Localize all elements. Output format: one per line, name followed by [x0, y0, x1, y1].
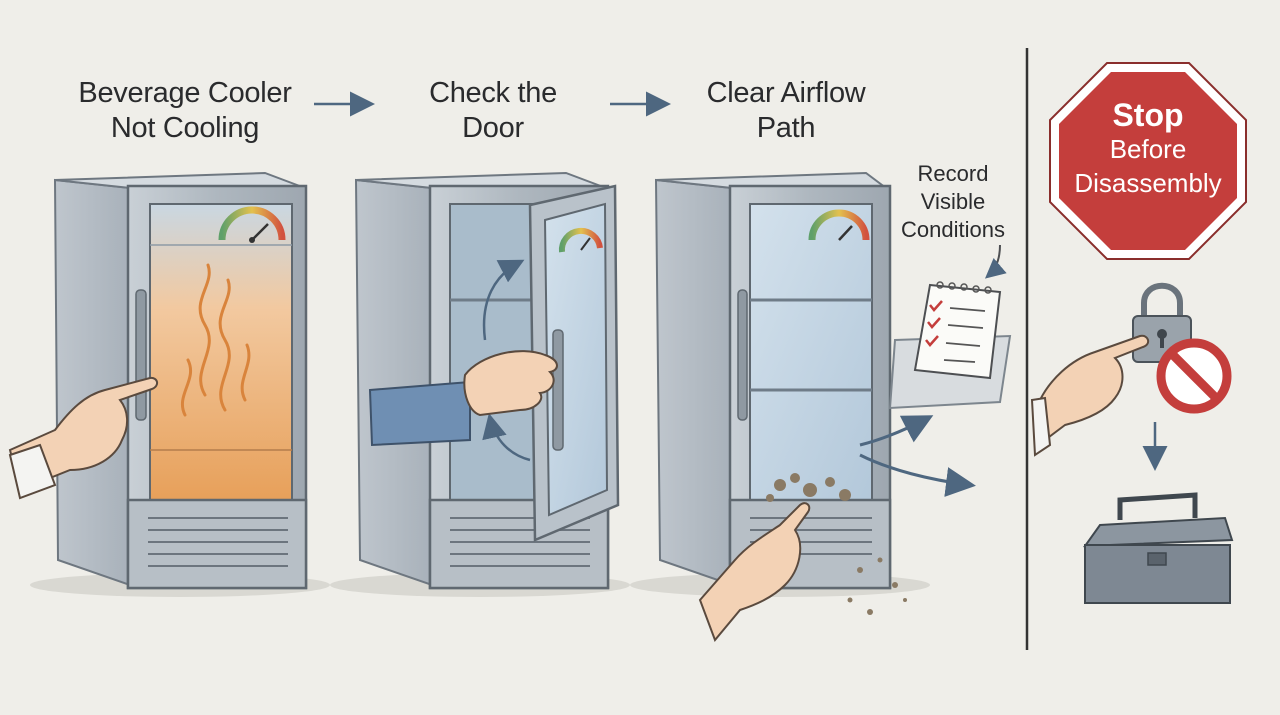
stop-sign-icon	[1049, 62, 1247, 260]
stop-sign-text: Stop Before Disassembly	[1058, 98, 1238, 200]
thermometer-gauge-icon	[558, 227, 603, 253]
record-conditions-note: Record Visible Conditions	[888, 160, 1018, 244]
debris	[766, 473, 907, 615]
prohibited-icon	[1156, 338, 1232, 414]
cooler-not-cooling	[53, 171, 308, 590]
step-3-label: Clear Airflow Path	[676, 76, 896, 146]
cooler-clear-airflow	[654, 171, 907, 615]
pointing-hand-icon	[8, 376, 158, 500]
rotate-arrow-icon	[482, 259, 531, 462]
pointing-hand-icon	[368, 350, 558, 447]
note-line-3: Conditions	[901, 217, 1005, 242]
stop-line-3: Disassembly	[1074, 168, 1222, 198]
note-line-1: Record	[917, 161, 989, 186]
airflow-arrow-icon	[859, 415, 976, 497]
step-2-line-1: Check the	[429, 77, 557, 109]
stop-word: Stop	[1112, 97, 1184, 133]
toolbox-icon	[1082, 492, 1234, 604]
step-3-line-2: Path	[756, 112, 816, 144]
step-1-line-1: Beverage Cooler	[78, 77, 292, 109]
thermometer-gauge-icon	[218, 206, 286, 243]
pointing-hand-icon	[698, 502, 811, 642]
step-1-line-2: Not Cooling	[110, 112, 260, 144]
stop-line-2: Before	[1109, 134, 1187, 164]
pointing-hand-icon	[1030, 334, 1150, 457]
note-line-2: Visible	[920, 189, 986, 214]
step-2-line-2: Door	[462, 112, 524, 144]
step-3-line-1: Clear Airflow	[706, 77, 866, 109]
thermometer-gauge-icon	[808, 209, 870, 241]
note-arrow-icon	[984, 244, 1007, 279]
step-1-label: Beverage Cooler Not Cooling	[60, 76, 310, 146]
step-2-label: Check the Door	[383, 76, 603, 146]
clipboard-checklist-icon	[913, 281, 1002, 380]
heat-wave-icon	[180, 263, 251, 417]
